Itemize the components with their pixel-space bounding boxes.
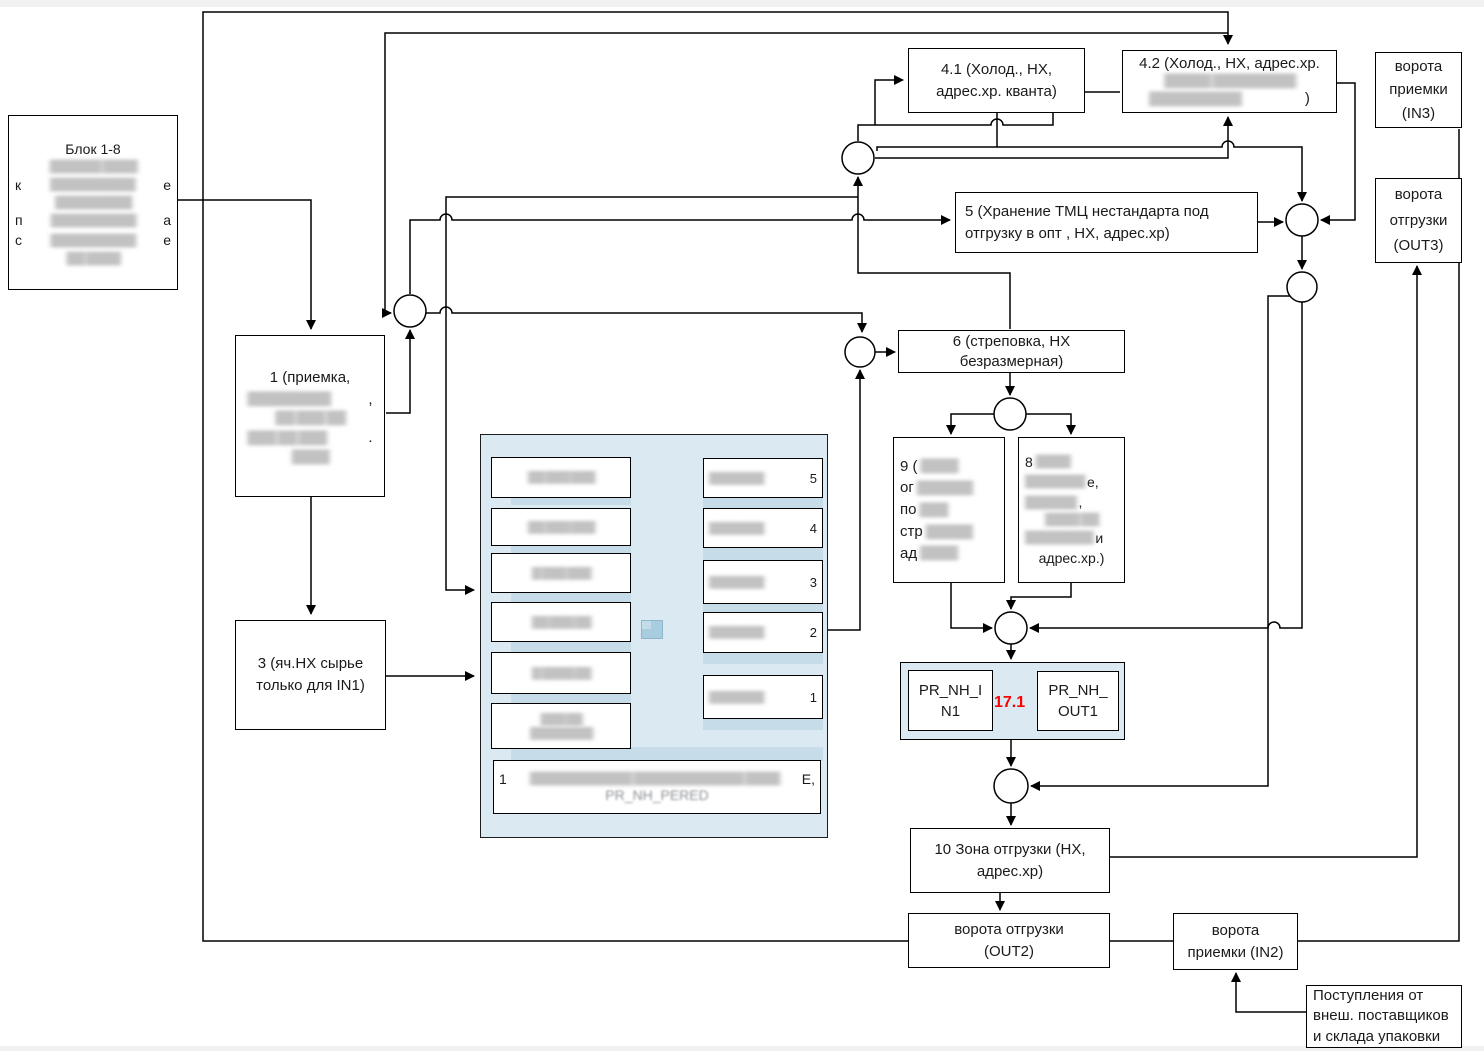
edge-bus-to-box6top — [857, 197, 1011, 329]
redacted-text-block: ██████ ████к██████████е█████████п███████… — [15, 159, 171, 265]
edge-c8-to-c6 — [1030, 295, 1290, 791]
junction-circle-c1 — [393, 294, 427, 328]
edge-c2-to-c7 — [876, 140, 1307, 202]
redacted-text-block: ███████2 — [709, 625, 817, 640]
edge-c4-to-box9 — [946, 413, 994, 435]
edge-branch-to-41 — [874, 75, 904, 125]
node-title: 4.2 (Холод., НХ, адрес.хр. — [1139, 54, 1320, 72]
redacted-text-block: ███████1 — [709, 689, 817, 705]
junction-circle-c8 — [1286, 271, 1318, 303]
edge-c2-to-42bottom — [875, 116, 1233, 159]
node-gate-out2: ворота отгрузки (OUT2) — [908, 913, 1110, 968]
panel-cell-right-5: ███████5 — [703, 458, 823, 498]
edge-panel-to-c3 — [824, 369, 865, 631]
node-pr-nh-in1: PR_NH_I N1 — [908, 670, 993, 731]
edge-box8-to-c5 — [1006, 583, 1072, 610]
redact-band — [511, 747, 823, 761]
bottom-edge-strip — [0, 1046, 1484, 1051]
node-title: Блок 1-8 — [65, 140, 121, 157]
redacted-text-block: 9 (████ог██████по███стр█████ад████ — [900, 457, 973, 562]
panel-glyph-icon — [641, 620, 663, 639]
node-holod-4-1: 4.1 (Холод., НХ, адрес.хр. кванта) — [908, 48, 1085, 113]
redacted-text-block: █ ████ ██ — [531, 666, 592, 679]
redacted-text-block: ███ ██████████ — [530, 712, 593, 739]
edge-supply-to-in2 — [1231, 972, 1306, 1013]
redacted-text-block: ███████3 — [709, 574, 817, 590]
edge-c2-to-42left — [857, 91, 1120, 141]
node-holod-4-2: 4.2 (Холод., НХ, адрес.хр. █████ ███████… — [1122, 50, 1337, 113]
node-yach-nh-3: 3 (яч.НХ сырье только для IN1) — [235, 620, 386, 730]
panel-cell-left-3: █ ███ ███ — [491, 553, 631, 593]
junction-circle-c4 — [993, 397, 1027, 431]
edge-c4-to-box8 — [1026, 413, 1076, 435]
edge-c8-to-c5 — [1029, 302, 1303, 633]
junction-circle-c7 — [1285, 203, 1319, 237]
redacted-text-block: ██ ███ ███ — [528, 520, 595, 533]
redacted-text-block: █ ███ ███ — [531, 566, 592, 579]
edge-c1-to-c3 — [426, 306, 867, 333]
node-strepovka-6: 6 (стреповка, НХ безразмерная) — [898, 330, 1125, 373]
node-supply-source: Поступления от внеш. поставщиков и склад… — [1306, 985, 1462, 1048]
edge-box9-to-c5 — [950, 583, 993, 633]
node-gate-in3: ворота приемки (IN3) — [1375, 52, 1462, 128]
junction-circle-c6 — [993, 768, 1029, 804]
edge-in2-to-in3 — [1298, 129, 1460, 942]
panel-cell-right-1: ███████1 — [703, 675, 823, 719]
top-edge-strip — [0, 0, 1484, 7]
redact-band — [511, 591, 631, 603]
redact-band — [511, 544, 631, 554]
tag-17-1: 17.1 — [994, 694, 1026, 711]
node-gate-in2: ворота приемки (IN2) — [1173, 913, 1298, 970]
node-priemka-1: 1 (приемка, █████████,██ ███ █████ ██ ██… — [235, 335, 385, 497]
panel-cell-right-4: ███████4 — [703, 508, 823, 548]
node-9: 9 (████ог██████по███стр█████ад████ — [893, 437, 1005, 583]
edge-blok18-to-box1 — [178, 199, 316, 330]
node-title: 1 (приемка, — [269, 368, 351, 386]
node-blok-1-8: Блок 1-8 ██████ ████к██████████е████████… — [8, 115, 178, 290]
redacted-text-block: █████████,██ ███ █████ ██ ███.████ — [247, 390, 373, 464]
edge-border-loop — [202, 11, 1233, 942]
node-gate-out3: ворота отгрузки (OUT3) — [1375, 178, 1462, 263]
junction-circle-c3 — [844, 336, 876, 368]
redacted-text-block: 1████████████ █████████████ ████Е,PR_NH_… — [499, 771, 815, 803]
panel-cell-left-4: ██ ███ ██ — [491, 602, 631, 642]
edge-box1-to-c1 — [386, 329, 415, 414]
redact-band — [703, 602, 823, 613]
redacted-text-block: ███████4 — [709, 520, 817, 536]
junction-circle-c5 — [994, 611, 1028, 645]
redact-band — [511, 640, 631, 653]
panel-cell-left-6: ███ ██████████ — [491, 703, 631, 749]
node-zona-otgruzki-10: 10 Зона отгрузки (НХ, адрес.хр) — [910, 828, 1110, 893]
node-pr-nh-out1: PR_NH_ OUT1 — [1037, 671, 1119, 731]
panel-cell-left-5: █ ████ ██ — [491, 652, 631, 694]
edge-42-to-c7 — [1320, 82, 1356, 225]
redacted-text-block: ██ ███ ███ — [528, 470, 595, 484]
junction-circle-c2 — [841, 141, 875, 175]
panel-wide-cell-pr-nh-pered: 1████████████ █████████████ ████Е,PR_NH_… — [493, 760, 821, 814]
redact-band — [703, 717, 823, 730]
redacted-text-block: ██ ███ ██ — [531, 615, 592, 628]
redact-band — [703, 546, 823, 561]
edge-box10-to-out3 — [1110, 265, 1422, 858]
panel-cell-right-3: ███████3 — [703, 560, 823, 604]
redact-band — [511, 692, 631, 704]
edge-c1-to-box5 — [409, 213, 951, 294]
edge-top-feed-to-c1 — [382, 32, 1228, 318]
redact-band — [703, 651, 823, 664]
node-hranenie-tmc-5: 5 (Хранение ТМЦ нестандарта под отгрузку… — [955, 192, 1258, 253]
panel-cell-left-1: ██ ███ ███ — [491, 457, 631, 498]
redact-band — [703, 496, 823, 509]
edge-bus-to-panel — [445, 196, 858, 595]
panel-cell-left-2: ██ ███ ███ — [491, 508, 631, 546]
redacted-text-block: █████ ███████████████████) — [1149, 73, 1310, 107]
panel-cell-right-2: ███████2 — [703, 612, 823, 653]
redacted-text-block: ███████5 — [709, 470, 817, 486]
